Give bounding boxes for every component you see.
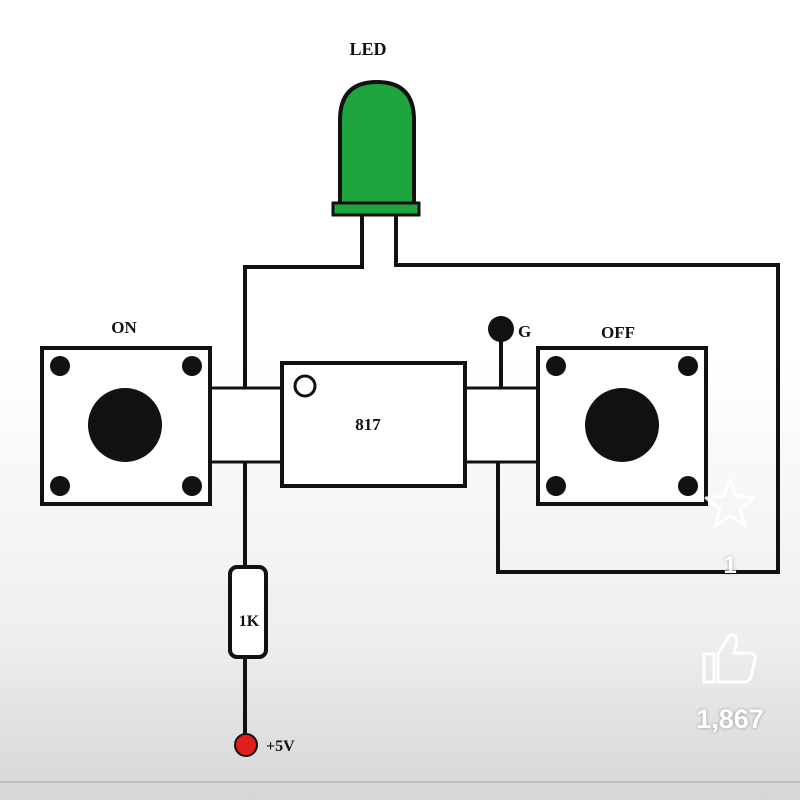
led-label: LED — [349, 39, 386, 59]
sparkle-icon[interactable] — [700, 474, 758, 534]
supply-terminal — [234, 733, 258, 757]
on-label: ON — [111, 318, 137, 337]
pin1-marker — [293, 374, 317, 398]
right-connector — [462, 386, 540, 464]
share-count: 1 — [723, 552, 737, 579]
supply-label: +5V — [266, 738, 295, 755]
optocoupler-chip — [280, 361, 467, 488]
led — [331, 79, 421, 262]
off-label: OFF — [601, 323, 635, 342]
resistor-label: 1K — [239, 613, 260, 630]
off-button — [536, 346, 708, 506]
thumbs-up-icon[interactable] — [700, 630, 760, 686]
left-connector — [208, 386, 284, 464]
ground-terminal — [488, 316, 514, 342]
bottom-divider — [0, 781, 800, 783]
ground-label: G — [518, 322, 531, 341]
like-count: 1,867 — [696, 704, 764, 734]
chip-label: 817 — [355, 415, 381, 434]
resistor — [228, 565, 268, 659]
on-button — [40, 346, 212, 506]
